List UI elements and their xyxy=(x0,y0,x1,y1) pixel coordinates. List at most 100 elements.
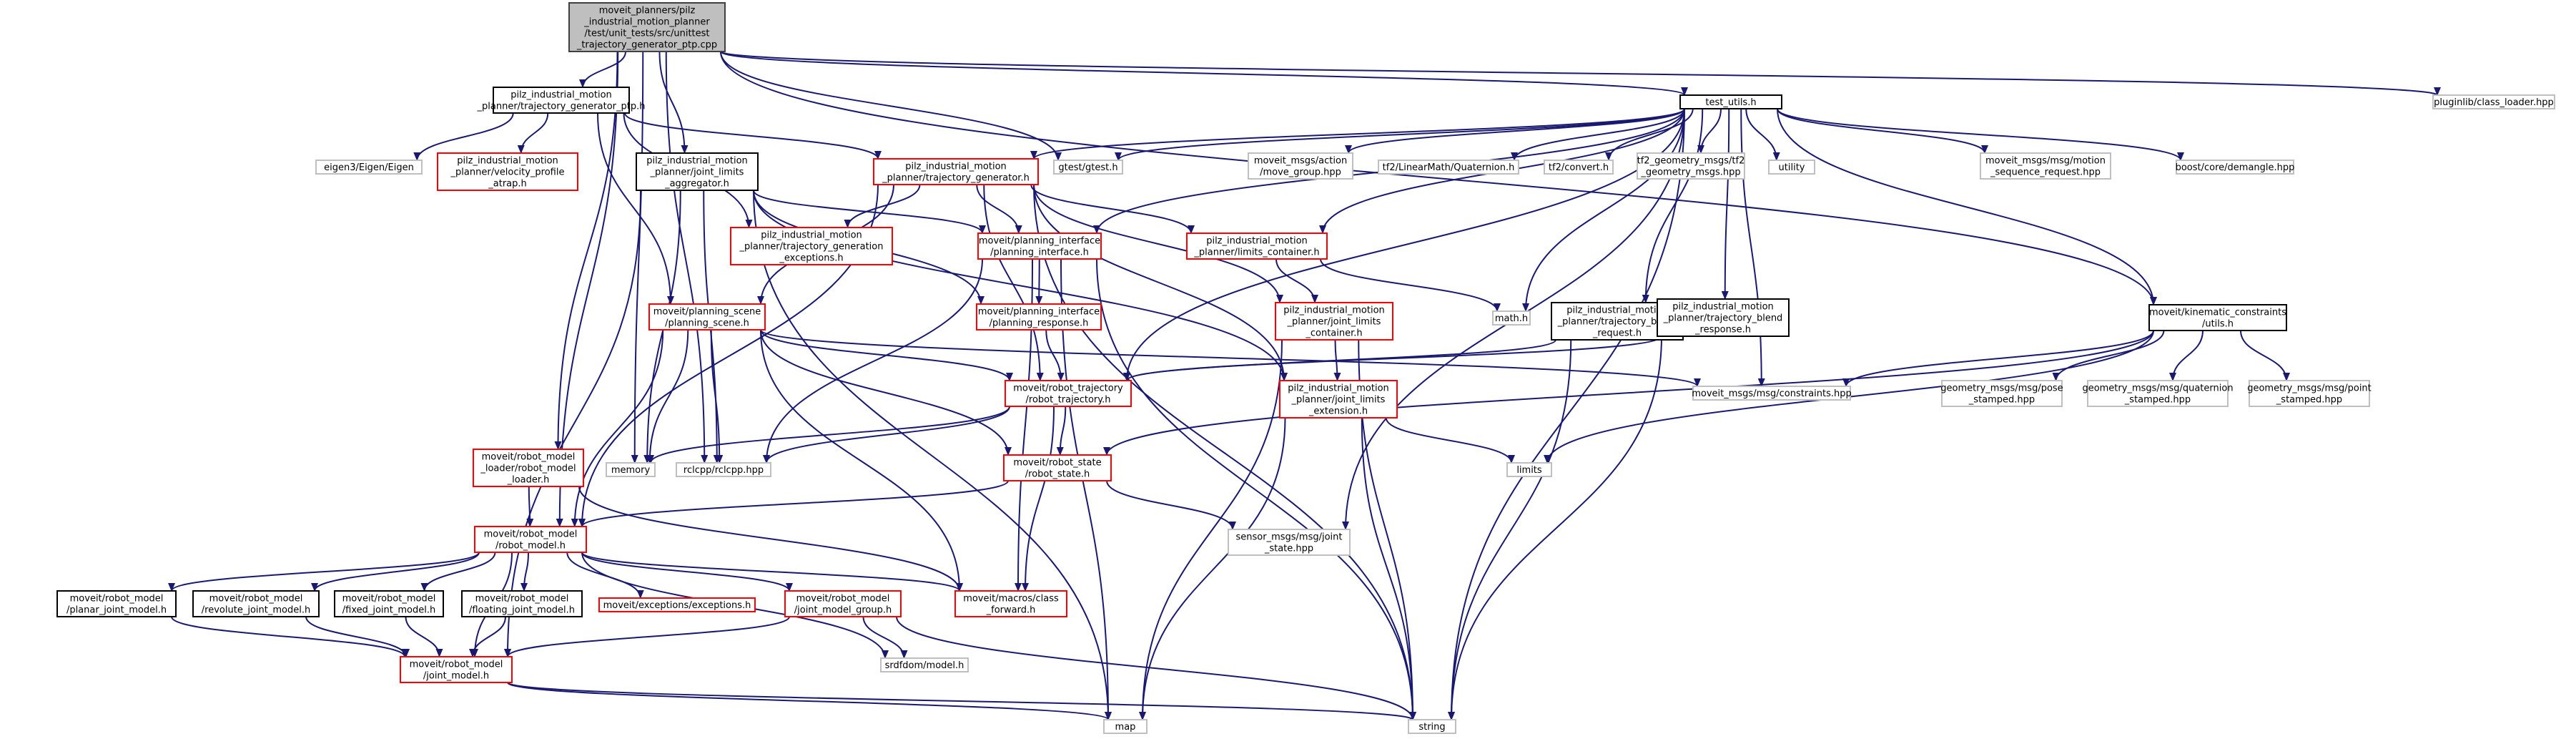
include-edge-tg_h-to-plan_if xyxy=(976,184,1022,234)
graph-node-revolute_jm[interactable]: moveit/robot_model/revolute_joint_model.… xyxy=(192,590,320,617)
graph-node-string: string xyxy=(1408,719,1456,734)
graph-node-robot_traj[interactable]: moveit/robot_trajectory/robot_trajectory… xyxy=(1005,380,1132,407)
graph-node-jl_cont[interactable]: pilz_industrial_motion_planner/joint_lim… xyxy=(1275,302,1393,341)
node-label-line: pilz_industrial_motion xyxy=(646,156,748,167)
graph-node-robot_state[interactable]: moveit/robot_state/robot_state.h xyxy=(1003,454,1112,481)
include-edge-tg_ptp-to-tg_h xyxy=(624,112,882,160)
edges-layer xyxy=(168,51,2441,720)
include-edge-test_utils-to-tg_h xyxy=(1030,108,1685,160)
node-box xyxy=(437,152,578,191)
node-label-line: memory xyxy=(611,465,651,476)
graph-node-blend_resp[interactable]: pilz_industrial_motion_planner/trajector… xyxy=(1657,298,1790,337)
graph-node-math: math.h xyxy=(1492,310,1531,326)
graph-node-tg_exc[interactable]: pilz_industrial_motion_planner/trajector… xyxy=(730,227,893,265)
node-label-line: pilz_industrial_motion xyxy=(1283,305,1385,316)
graph-node-quat: tf2/LinearMath/Quaternion.h xyxy=(1378,160,1519,175)
include-edge-rm_loader-to-robot_model xyxy=(526,486,534,527)
include-edge-kin_utils-to-constraints xyxy=(1842,330,2154,387)
node-label-line: moveit/robot_state xyxy=(1013,458,1101,469)
include-edge-blend_req-to-string xyxy=(1448,339,1572,720)
graph-node-rm_loader[interactable]: moveit/robot_model_loader/robot_model_lo… xyxy=(473,449,584,487)
graph-node-joint_model[interactable]: moveit/robot_model/joint_model.h xyxy=(400,656,513,683)
include-edge-plan_scene-to-rclcpp xyxy=(710,329,724,464)
graph-node-eigen: eigen3/Eigen/Eigen xyxy=(315,160,423,175)
graph-node-class_fwd[interactable]: moveit/macros/class_forward.h xyxy=(954,590,1067,617)
node-label-line: sensor_msgs/msg/joint xyxy=(1235,532,1342,543)
include-edge-plan_scene-to-class_fwd xyxy=(760,329,963,592)
node-label-line: moveit/robot_model xyxy=(482,452,576,463)
node-box xyxy=(192,590,320,617)
include-edge-floating_jm-to-joint_model xyxy=(469,616,506,657)
graph-node-jl_agg[interactable]: pilz_industrial_motion_planner/joint_lim… xyxy=(636,152,759,191)
include-edge-tg_ptp-to-eigen xyxy=(413,112,514,161)
node-label-line: pilz_industrial_motion xyxy=(457,156,558,167)
include-edge-root-to-rclcpp xyxy=(665,51,709,464)
graph-node-exceptions[interactable]: moveit/exceptions/exceptions.h xyxy=(598,597,756,612)
graph-node-tg_h[interactable]: pilz_industrial_motion_planner/trajector… xyxy=(873,158,1039,185)
graph-node-robot_model[interactable]: moveit/robot_model/robot_model.h xyxy=(474,526,587,553)
node-label-line: moveit_msgs/action xyxy=(1254,156,1347,167)
node-box xyxy=(1275,302,1393,341)
node-label-line: _atrap.h xyxy=(488,179,527,190)
include-edge-test_utils-to-demangle xyxy=(1777,108,2184,161)
node-box xyxy=(461,590,583,617)
graph-node-fixed_jm[interactable]: moveit/robot_model/fixed_joint_model.h xyxy=(334,590,444,617)
graph-node-plan_resp[interactable]: moveit/planning_interface/planning_respo… xyxy=(976,303,1102,331)
node-label-line: _aggregator.h xyxy=(664,179,729,190)
node-box xyxy=(1186,233,1328,260)
node-box xyxy=(1103,719,1148,734)
node-label-line: /planning_response.h xyxy=(990,318,1089,329)
include-edge-tg_ptp-to-vel_profile xyxy=(517,112,549,154)
include-edge-test_utils-to-motion_seq xyxy=(1777,108,1988,154)
node-label-line: moveit_msgs/msg/constraints.hpp xyxy=(1692,388,1852,399)
include-edge-test_utils-to-tf2convert xyxy=(1605,108,1694,161)
node-box xyxy=(1248,152,1353,180)
include-edge-test_utils-to-string xyxy=(1448,108,1685,720)
node-box xyxy=(2432,94,2555,109)
graph-node-planar_jm[interactable]: moveit/robot_model/planar_joint_model.h xyxy=(56,590,177,617)
graph-node-jl_ext[interactable]: pilz_industrial_motion_planner/joint_lim… xyxy=(1279,380,1398,419)
include-edge-test_utils-to-utility xyxy=(1745,108,1780,161)
graph-node-vel_profile[interactable]: pilz_industrial_motion_planner/velocity_… xyxy=(437,152,578,191)
graph-node-root[interactable]: moveit_planners/pilz_industrial_motion_p… xyxy=(568,2,726,52)
graph-node-floating_jm[interactable]: moveit/robot_model/floating_joint_model.… xyxy=(461,590,583,617)
graph-node-memory: memory xyxy=(606,462,656,477)
node-label-line: _stamped.hpp xyxy=(2276,395,2342,406)
node-box xyxy=(1768,160,1815,175)
graph-node-plan_if[interactable]: moveit/planning_interface/planning_inter… xyxy=(977,233,1102,260)
node-label-line: moveit/macros/class xyxy=(963,594,1059,605)
node-label-line: moveit/robot_model xyxy=(484,529,578,540)
node-label-line: test_utils.h xyxy=(1705,97,1756,108)
node-box xyxy=(2087,380,2229,407)
include-edge-jl_agg-to-joint_model xyxy=(504,190,641,657)
node-box xyxy=(1005,380,1132,407)
node-box xyxy=(1408,719,1456,734)
graph-node-move_group: moveit_msgs/action/move_group.hpp xyxy=(1248,152,1353,180)
graph-node-test_utils[interactable]: test_utils.h xyxy=(1679,94,1782,109)
node-box xyxy=(676,462,771,477)
node-label-line: _planner/trajectory_blend xyxy=(1663,313,1783,324)
node-label-line: _planner/joint_limits xyxy=(650,167,744,178)
node-box xyxy=(606,462,656,477)
node-label-line: pilz_industrial_motion xyxy=(510,90,612,101)
node-box xyxy=(730,227,893,265)
include-edge-jl_agg-to-jl_ext xyxy=(753,190,1288,381)
graph-node-tg_ptp[interactable]: pilz_industrial_motion_planner/trajector… xyxy=(477,87,646,114)
graph-node-limits_cont[interactable]: pilz_industrial_motion_planner/limits_co… xyxy=(1186,233,1328,260)
node-label-line: moveit/robot_model xyxy=(342,594,436,605)
node-label-line: eigen3/Eigen/Eigen xyxy=(324,162,414,173)
graph-node-jmg[interactable]: moveit/robot_model/joint_model_group.h xyxy=(784,590,902,617)
include-edge-robot_traj-to-class_fwd xyxy=(1022,406,1055,592)
include-edge-root-to-robot_model xyxy=(556,51,619,527)
node-label-line: moveit/robot_trajectory xyxy=(1013,383,1123,394)
include-edge-blend_resp-to-string xyxy=(1448,336,1662,720)
node-label-line: _loader.h xyxy=(507,475,550,486)
graph-node-kin_utils[interactable]: moveit/kinematic_constraints/utils.h xyxy=(2148,304,2287,331)
node-label-line: moveit/planning_interface xyxy=(979,236,1100,247)
node-label-line: moveit/robot_model xyxy=(209,594,303,605)
include-edge-robot_model-to-jmg xyxy=(581,552,793,592)
include-edge-limits_cont-to-jl_cont xyxy=(1275,258,1318,303)
include-edge-test_utils-to-tf2geo xyxy=(1697,108,1722,154)
graph-node-plan_scene[interactable]: moveit/planning_scene/planning_scene.h xyxy=(648,303,766,331)
